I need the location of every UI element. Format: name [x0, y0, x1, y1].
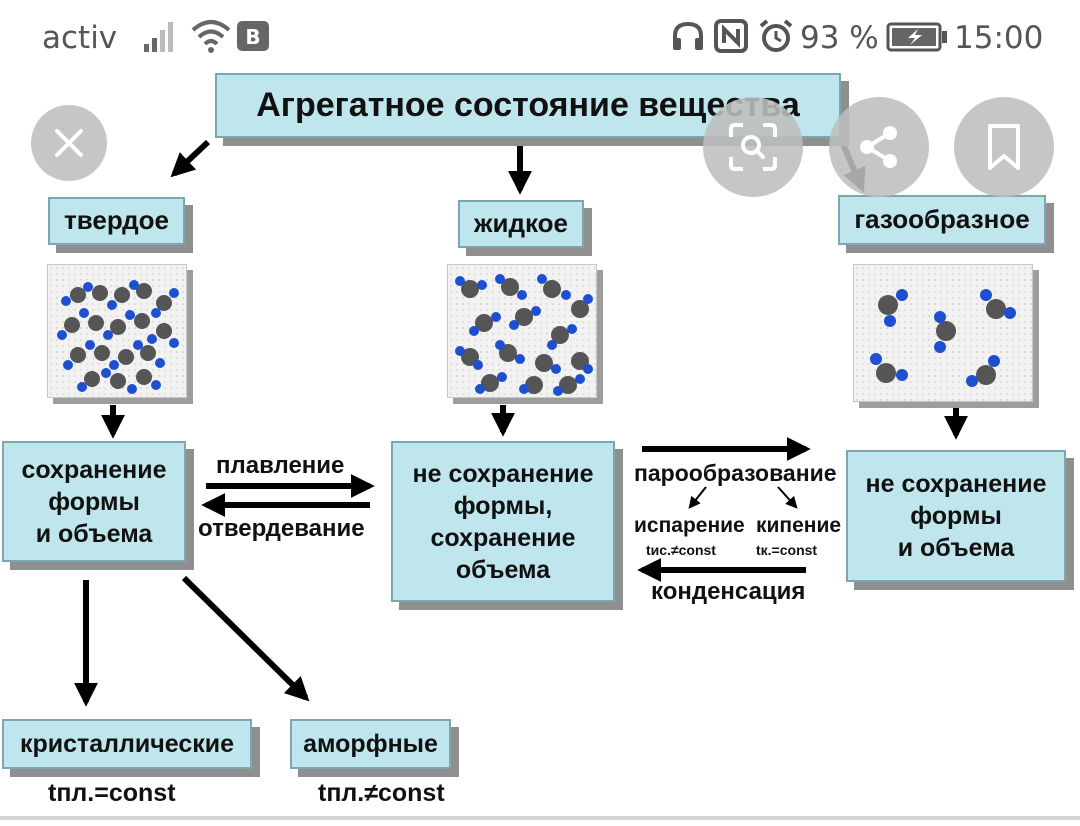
battery-percent: 93 % [800, 20, 879, 56]
evaporation-label: испарение [634, 514, 745, 537]
boiling-condition: tк.=const [756, 542, 818, 558]
solid-property-line: формы [48, 487, 140, 516]
liquid-property-line: не сохранение [412, 459, 594, 488]
vaporization-label: парообразование [634, 460, 837, 486]
state-solid-label: твердое [64, 205, 169, 236]
liquid-property: не сохранение формы, сохранение объема [391, 441, 615, 602]
solidification-label: отвердевание [198, 515, 365, 542]
carrier-name: activ [42, 20, 118, 56]
svg-text:B: B [245, 25, 260, 49]
share-icon [860, 126, 897, 168]
arrow-title-to-solid [170, 139, 211, 178]
nfc-icon [714, 19, 748, 53]
solid-property-line: и объема [35, 519, 153, 548]
gas-property-line: формы [910, 502, 1002, 530]
wifi-icon [191, 20, 231, 53]
gas-molecules [870, 289, 1016, 387]
arrow-to-evaporation [688, 486, 707, 509]
state-liquid: жидкое [458, 200, 584, 248]
close-button[interactable] [31, 105, 107, 181]
gas-property: не сохранение формы и объема [846, 450, 1066, 582]
amorphous-condition: tпл.≠const [318, 779, 445, 807]
evaporation-condition: tис.≠const [646, 542, 716, 558]
state-gas-label: газообразное [854, 204, 1030, 235]
condensation-label: конденсация [651, 578, 806, 605]
liquid-molecule-image [447, 264, 597, 398]
gas-property-line: не сохранение [865, 470, 1047, 498]
share-button[interactable] [829, 97, 929, 197]
clock: 15:00 [954, 20, 1044, 56]
vk-app-icon: B [237, 21, 269, 51]
crystalline-condition: tпл.=const [48, 779, 176, 807]
liquid-molecules [455, 274, 593, 396]
liquid-property-line: формы, [453, 491, 553, 520]
close-icon [55, 129, 83, 157]
bookmark-icon [988, 124, 1020, 170]
amorphous-label: аморфные [303, 730, 438, 758]
arrow-to-boiling [777, 486, 798, 509]
solid-molecule-image [47, 264, 187, 398]
liquid-property-text: не сохранение формы, сохранение объема [413, 458, 594, 586]
headphones-icon [673, 21, 703, 50]
gas-property-line: и объема [897, 534, 1015, 562]
solid-molecules [57, 280, 179, 394]
bookmark-button[interactable] [954, 97, 1054, 197]
gas-molecule-image [853, 264, 1033, 402]
gas-property-text: не сохранение формы и объема [866, 468, 1047, 564]
bottom-divider [0, 816, 1080, 820]
melting-label: плавление [216, 452, 345, 479]
crystalline-box: кристаллические [2, 719, 252, 769]
signal-icon [144, 22, 173, 52]
state-solid: твердое [48, 197, 185, 245]
crystalline-label: кристаллические [19, 730, 235, 758]
solid-property-text: сохранение формы и объема [21, 454, 166, 550]
liquid-property-line: объема [455, 555, 551, 584]
arrow-to-amorphous [181, 575, 310, 702]
solid-property: сохранение формы и объема [2, 441, 186, 562]
lens-search-button[interactable] [703, 97, 803, 197]
solid-property-line: сохранение [21, 455, 167, 484]
diagram-title-text: Агрегатное состояние вещества [256, 85, 800, 124]
alarm-icon [759, 19, 793, 52]
lens-search-icon [729, 123, 777, 171]
liquid-property-line: сохранение [430, 523, 576, 552]
boiling-label: кипение [756, 514, 842, 537]
amorphous-box: аморфные [290, 719, 451, 769]
status-bar: activ B 93 % 15:00 [0, 0, 1080, 76]
state-gas: газообразное [838, 195, 1046, 245]
battery-charging-icon [886, 22, 947, 52]
state-liquid-label: жидкое [474, 208, 568, 239]
